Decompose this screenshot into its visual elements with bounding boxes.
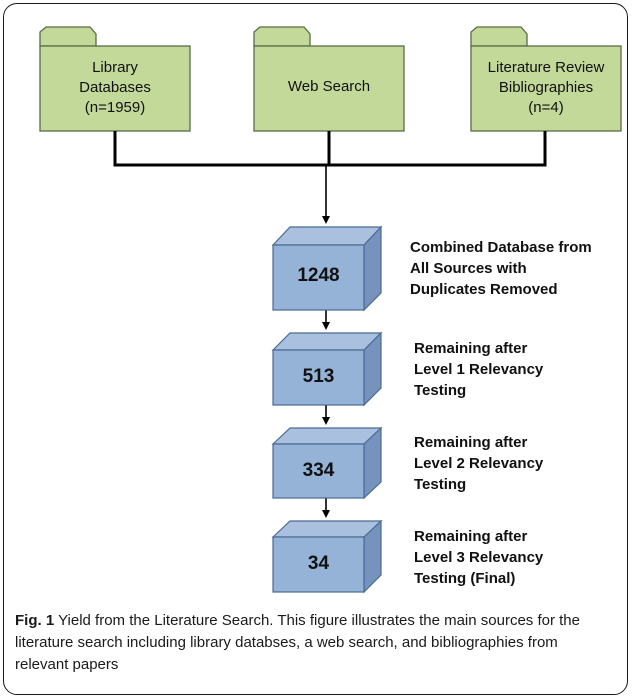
source-line: (n=4) — [528, 99, 564, 116]
step-line: Duplicates Removed — [410, 281, 558, 298]
step-line: Testing — [414, 476, 467, 493]
cube-combined — [271, 225, 383, 312]
count-level1: 513 — [302, 366, 335, 387]
count-level2: 334 — [302, 460, 335, 481]
caption-text: Yield from the Literature Search. This f… — [15, 612, 580, 673]
step-line: Remaining after — [414, 434, 528, 451]
caption-label: Fig. 1 — [15, 612, 55, 629]
step-line: Remaining after — [414, 340, 528, 357]
source-line: Bibliographies — [498, 79, 594, 96]
step-description-level1: Remaining after Level 1 Relevancy Testin… — [414, 338, 543, 401]
source-line: (n=1959) — [84, 99, 146, 116]
step-line: All Sources with — [410, 260, 527, 277]
source-line: Web Search — [287, 78, 371, 95]
step-line: Level 3 Relevancy — [414, 549, 544, 566]
step-line: Level 1 Relevancy — [414, 361, 544, 378]
step-line: Remaining after — [414, 528, 528, 545]
step-description-combined: Combined Database from All Sources with … — [410, 237, 592, 300]
step-line: Level 2 Relevancy — [414, 455, 544, 472]
folder-library-databases — [39, 26, 191, 132]
cube-level1 — [271, 331, 383, 407]
source-line: Literature Review — [487, 59, 605, 76]
cube-level3 — [271, 519, 383, 594]
step-description-level3: Remaining after Level 3 Relevancy Testin… — [414, 526, 543, 589]
source-label-web: Web Search — [254, 77, 404, 97]
step-line: Testing (Final) — [414, 570, 516, 587]
count-combined: 1248 — [297, 265, 340, 286]
flow-diagram — [39, 26, 622, 594]
source-label-library: Library Databases (n=1959) — [40, 58, 190, 118]
folder-web-search — [253, 26, 405, 132]
cube-level2 — [271, 426, 383, 500]
figure-frame — [3, 3, 628, 695]
step-line: Testing — [414, 382, 467, 399]
connector-lines — [113, 131, 547, 167]
step-line: Combined Database from — [410, 239, 592, 256]
folder-bibliographies — [470, 26, 622, 132]
source-line: Library — [92, 59, 138, 76]
source-line: Databases — [79, 79, 151, 96]
step-description-level2: Remaining after Level 2 Relevancy Testin… — [414, 432, 543, 495]
source-label-bibliographies: Literature Review Bibliographies (n=4) — [471, 58, 621, 118]
count-level3: 34 — [307, 553, 330, 574]
figure-caption: Fig. 1 Yield from the Literature Search.… — [15, 610, 615, 676]
